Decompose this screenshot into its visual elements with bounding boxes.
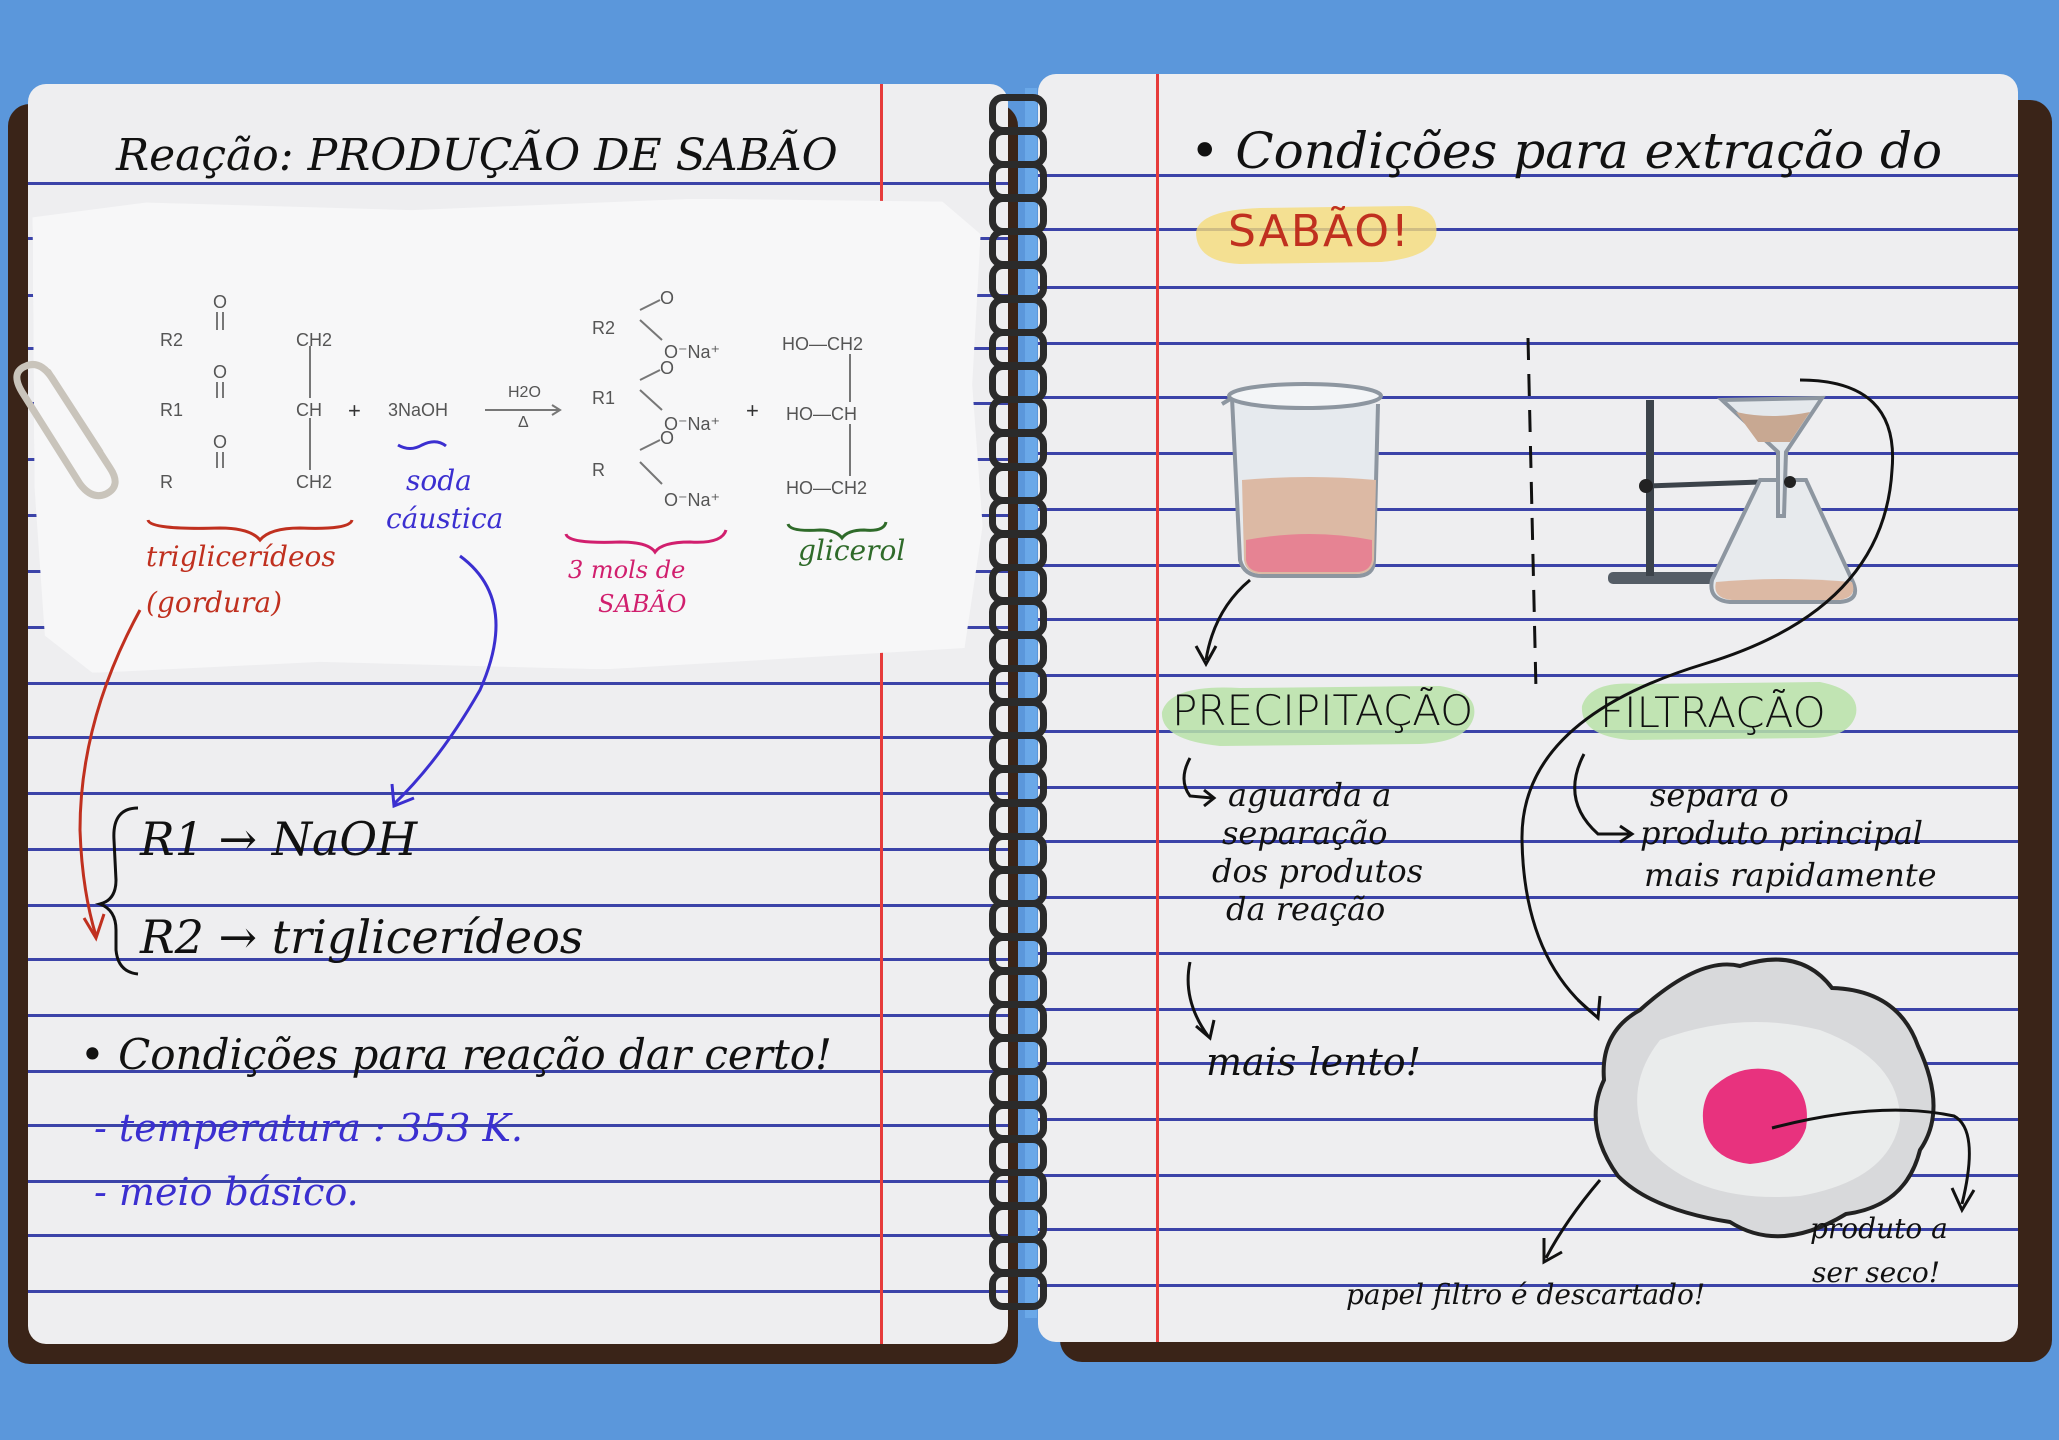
label-mols-line1: 3 mols de [568,556,686,584]
condition-temperature: - temperatura : 353 K. [94,1106,523,1150]
precipitation-label: PRECIPITAÇÃO [1172,686,1474,735]
reactant-oxygen-3: O [213,432,228,452]
filtration-label: FILTRAÇÃO [1600,688,1826,737]
label-triglicerides: triglicerídeos [146,540,336,573]
precipitation-result: mais lento! [1206,1040,1421,1084]
mapping-r2: R2 → triglicerídeos [140,910,584,964]
filter-paper-note: papel filtro é descartado! [1346,1278,1706,1311]
filter-paper-icon [1593,957,1936,1239]
reactant-r-2: R1 [160,400,184,420]
precipitation-note-1: aguarda a [1228,776,1392,814]
reagent-naoh: 3NaOH [388,400,449,420]
beaker-icon [1220,382,1383,578]
reactant-oxygen-1: O [213,292,228,312]
product-r-1: R2 [592,318,616,338]
product-note-2: ser seco! [1812,1256,1940,1289]
label-glicerol: glicerol [798,534,906,567]
precipitation-note-4: da reação [1226,890,1386,928]
reaction-plus-1: + [348,398,361,423]
arrow-bottom-label: Δ [518,414,529,431]
precipitation-note-3: dos produtos [1212,852,1424,890]
reactant-oxygen-2: O [213,362,228,382]
glycerol-row-1: HO—CH2 [782,334,864,354]
spiral-binding-icon [985,88,1075,1318]
precipitation-note-2: separação [1222,814,1388,852]
filtration-note-1: separa o [1650,776,1789,814]
filtration-note-2: produto principal [1640,814,1924,852]
product-ion-2: O⁻Na⁺ [664,414,721,434]
conditions-title: • Condições para reação dar certo! [80,1030,832,1079]
arrow-top-label: H2O [508,384,541,401]
product-r-2: R1 [592,388,616,408]
right-title-soap: SABÃO! [1228,206,1411,257]
product-ion-1: O⁻Na⁺ [664,342,721,362]
filtration-apparatus-icon [1608,395,1857,604]
reaction-plus-2: + [746,398,759,423]
right-title-line1: • Condições para extração do [1190,122,1943,180]
product-ion-3: O⁻Na⁺ [664,490,721,510]
label-fat: (gordura) [146,586,283,619]
reactant-tail-1: CH2 [296,330,333,350]
paperclip-icon [13,361,119,500]
product-r-3: R [592,460,605,480]
reactant-r-1: R2 [160,330,184,350]
label-mols-line2: SABÃO [598,590,687,618]
spiral-ring [989,1270,1047,1310]
condition-basic: - meio básico. [94,1170,359,1214]
reactant-tail-3: CH2 [296,472,333,492]
reactant-r-3: R [160,472,173,492]
label-caustic: cáustica [386,502,504,535]
mapping-r1: R1 → NaOH [140,812,418,866]
product-oxygen-2: O [660,358,675,378]
label-soda: soda [406,464,472,497]
glycerol-row-3: HO—CH2 [786,478,868,498]
product-note-1: produto a [1810,1212,1948,1245]
filtration-note-3: mais rapidamente [1644,856,1937,894]
product-oxygen-3: O [660,428,675,448]
left-title: Reação: PRODUÇÃO DE SABÃO [116,130,838,181]
glycerol-row-2: HO—CH [786,404,857,424]
reactant-tail-2: CH [296,400,322,420]
product-oxygen-1: O [660,288,675,308]
